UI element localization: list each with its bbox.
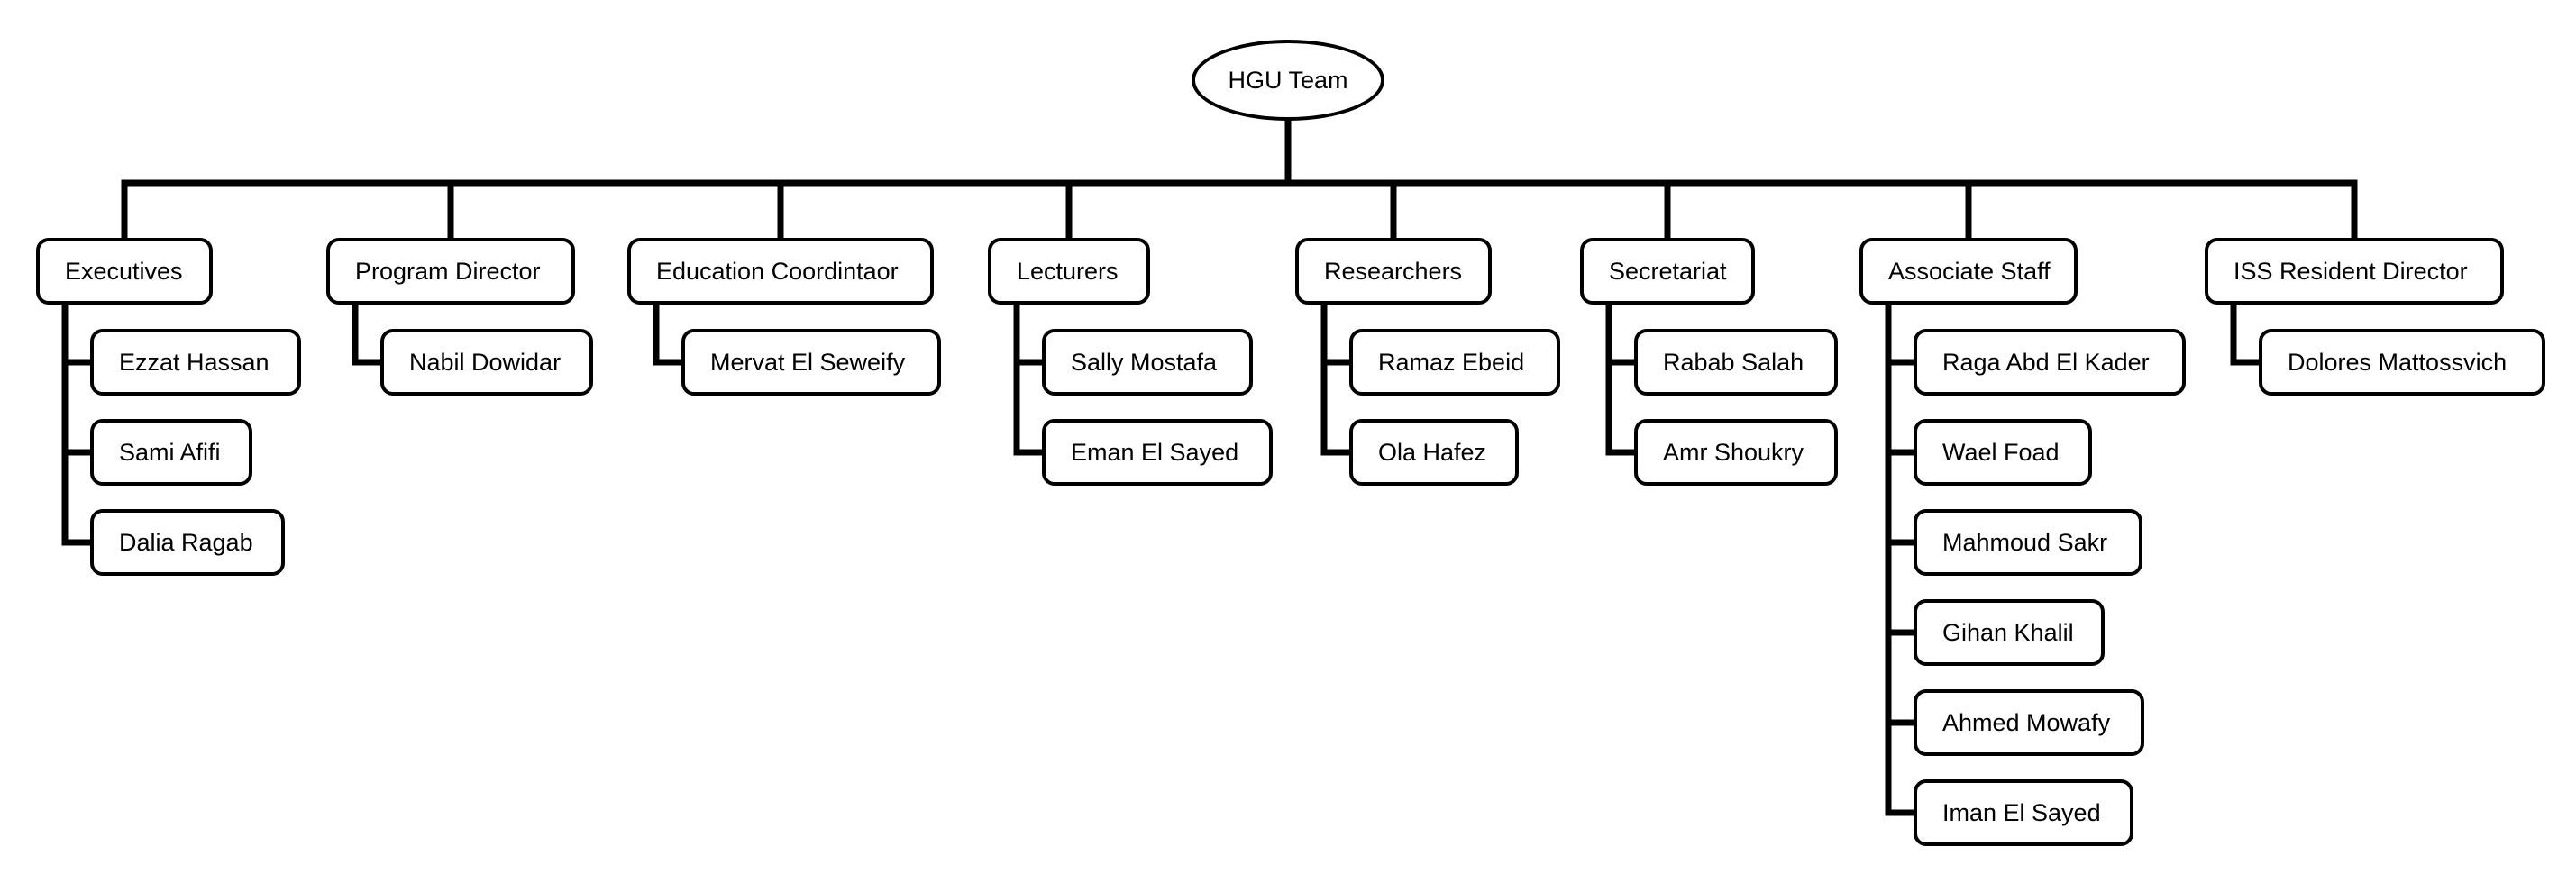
member-node: Gihan Khalil [1914,599,2105,666]
member-node: Ezzat Hassan [90,329,301,396]
member-node: Ramaz Ebeid [1349,329,1560,396]
group-node: Executives [36,238,213,305]
member-node: Wael Foad [1914,419,2092,486]
group-node: Education Coordintaor [627,238,934,305]
member-node: Iman El Sayed [1914,779,2133,846]
member-node: Ahmed Mowafy [1914,689,2144,756]
group-node: Associate Staff [1859,238,2078,305]
group-node: Secretariat [1580,238,1755,305]
member-node: Sally Mostafa [1042,329,1253,396]
member-node: Dalia Ragab [90,509,285,576]
member-node: Raga Abd El Kader [1914,329,2186,396]
member-node: Amr Shoukry [1634,419,1838,486]
member-node: Dolores Mattossvich [2259,329,2545,396]
member-node: Nabil Dowidar [380,329,593,396]
root-node: HGU Team [1192,40,1384,121]
member-node: Rabab Salah [1634,329,1838,396]
group-node: Lecturers [988,238,1150,305]
group-node: ISS Resident Director [2205,238,2504,305]
member-node: Mahmoud Sakr [1914,509,2142,576]
member-node: Eman El Sayed [1042,419,1273,486]
group-node: Program Director [326,238,575,305]
member-node: Sami Afifi [90,419,252,486]
member-node: Mervat El Seweify [681,329,941,396]
member-node: Ola Hafez [1349,419,1519,486]
group-node: Researchers [1295,238,1492,305]
